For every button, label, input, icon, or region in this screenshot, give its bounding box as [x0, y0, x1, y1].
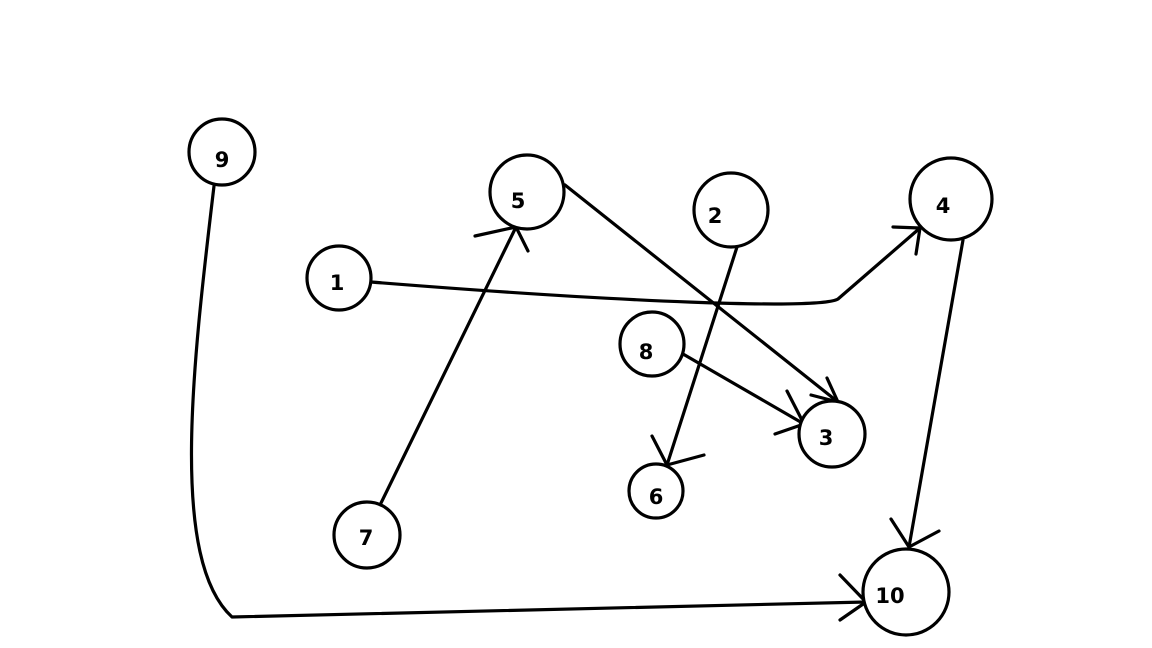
node-circle	[908, 156, 994, 242]
node-7: 7	[332, 500, 402, 570]
nodes-layer: 1 2 3 4 5 6 7 8 9 10	[187, 117, 994, 637]
node-1: 1	[305, 244, 373, 312]
node-label: 1	[330, 271, 345, 295]
node-circle	[861, 547, 951, 637]
edge-7-to-5	[379, 225, 530, 505]
node-circle	[305, 244, 373, 312]
node-label: 7	[359, 526, 374, 550]
node-label: 2	[708, 204, 723, 228]
node-label: 8	[639, 340, 654, 364]
node-4: 4	[908, 156, 994, 242]
node-2: 2	[692, 171, 770, 249]
node-circle	[692, 171, 770, 249]
node-8: 8	[618, 310, 686, 378]
node-circle	[797, 399, 867, 469]
node-label: 6	[649, 485, 664, 509]
node-10: 10	[861, 547, 951, 637]
node-5: 5	[488, 153, 566, 231]
node-label: 9	[215, 148, 230, 172]
node-label: 3	[819, 426, 834, 450]
node-label: 4	[936, 194, 951, 218]
node-label: 10	[875, 584, 904, 608]
node-circle	[332, 500, 402, 570]
node-circle	[618, 310, 686, 378]
node-6: 6	[627, 462, 685, 520]
node-3: 3	[797, 399, 867, 469]
node-circle	[627, 462, 685, 520]
node-label: 5	[511, 189, 526, 213]
node-circle	[187, 117, 257, 187]
edge-8-to-3	[681, 352, 806, 436]
edge-1-to-4	[369, 225, 922, 306]
node-circle	[488, 153, 566, 231]
edge-4-to-10	[889, 238, 965, 549]
edges-layer	[189, 183, 965, 622]
node-9: 9	[187, 117, 257, 187]
